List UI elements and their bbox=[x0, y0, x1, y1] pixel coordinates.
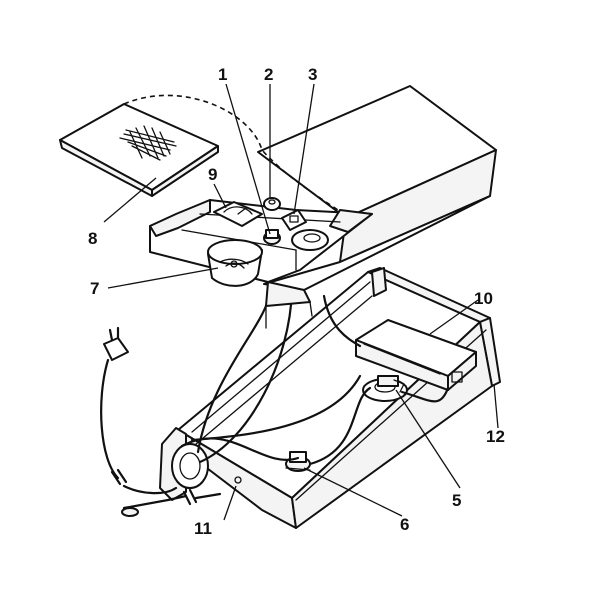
starter-switch bbox=[285, 451, 311, 472]
lamp-socket bbox=[362, 375, 408, 402]
callout-8: 8 bbox=[88, 229, 97, 248]
base-tray bbox=[159, 267, 501, 529]
callout-11: 11 bbox=[194, 519, 212, 538]
hinged-lid bbox=[59, 103, 219, 197]
callout-3: 3 bbox=[308, 65, 317, 84]
callout-1: 1 bbox=[218, 65, 227, 84]
rocker-switch bbox=[281, 209, 307, 231]
indicator-lamp bbox=[263, 197, 281, 211]
callout-7: 7 bbox=[90, 279, 99, 298]
lid-swing-path bbox=[123, 94, 339, 211]
power-cord bbox=[100, 326, 222, 517]
hood-tray bbox=[149, 199, 373, 283]
callout-labels: 1 2 3 9 8 7 10 12 5 6 11 bbox=[88, 65, 505, 538]
fan-cup bbox=[207, 239, 263, 287]
lid-grille bbox=[119, 125, 177, 161]
callout-9: 9 bbox=[208, 165, 217, 184]
callout-2: 2 bbox=[264, 65, 273, 84]
callout-6: 6 bbox=[400, 515, 409, 534]
callout-12: 12 bbox=[486, 427, 505, 446]
leader-lines bbox=[103, 83, 499, 521]
cable-gland bbox=[171, 443, 242, 489]
callout-10: 10 bbox=[474, 289, 493, 308]
fan-opening bbox=[291, 229, 329, 251]
control-knob bbox=[263, 229, 281, 245]
internal-wiring bbox=[180, 288, 450, 466]
hood-canopy bbox=[257, 85, 497, 329]
callout-5: 5 bbox=[452, 491, 461, 510]
